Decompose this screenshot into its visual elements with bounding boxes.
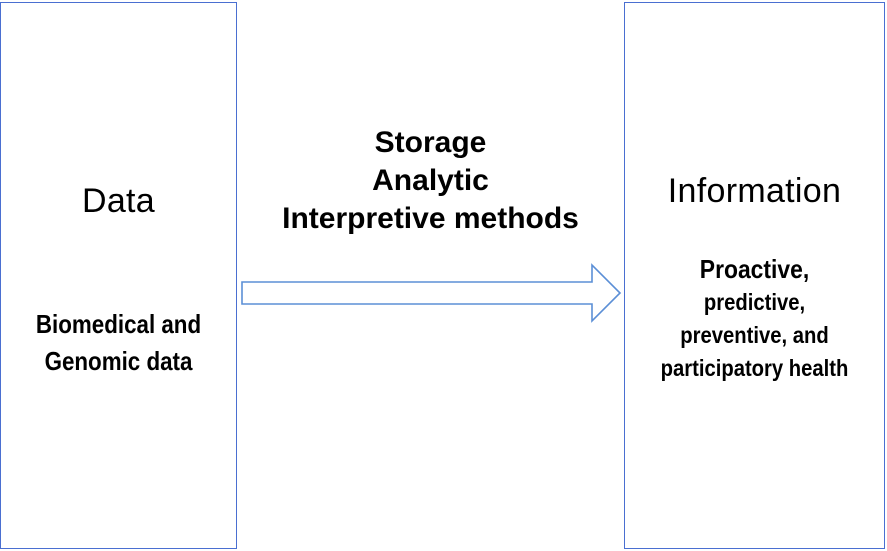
- data-box-subtitle-line-2: Genomic data: [44, 346, 193, 376]
- process-line-analytic: Analytic: [372, 164, 489, 197]
- information-box-subtitle: Proactive, predictive, preventive, and p…: [641, 253, 869, 385]
- data-box-subtitle: Biomedical and Genomic data: [17, 306, 219, 380]
- right-arrow-icon: [241, 263, 622, 323]
- arrow-shape: [241, 263, 622, 323]
- information-subtitle-line-1: Proactive,: [699, 254, 810, 284]
- information-subtitle-line-2: predictive,: [703, 289, 806, 315]
- information-box: Information Proactive, predictive, preve…: [624, 2, 885, 549]
- process-line-interpretive: Interpretive methods: [282, 202, 579, 235]
- information-subtitle-line-4: participatory health: [660, 355, 849, 381]
- process-line-storage: Storage: [374, 126, 487, 159]
- data-box: Data Biomedical and Genomic data: [0, 2, 237, 549]
- information-subtitle-line-3: preventive, and: [680, 322, 829, 348]
- information-box-title: Information: [667, 172, 842, 210]
- process-label: Storage Analytic Interpretive methods: [237, 124, 624, 238]
- data-box-subtitle-line-1: Biomedical and: [35, 309, 202, 339]
- data-box-title: Data: [81, 182, 156, 220]
